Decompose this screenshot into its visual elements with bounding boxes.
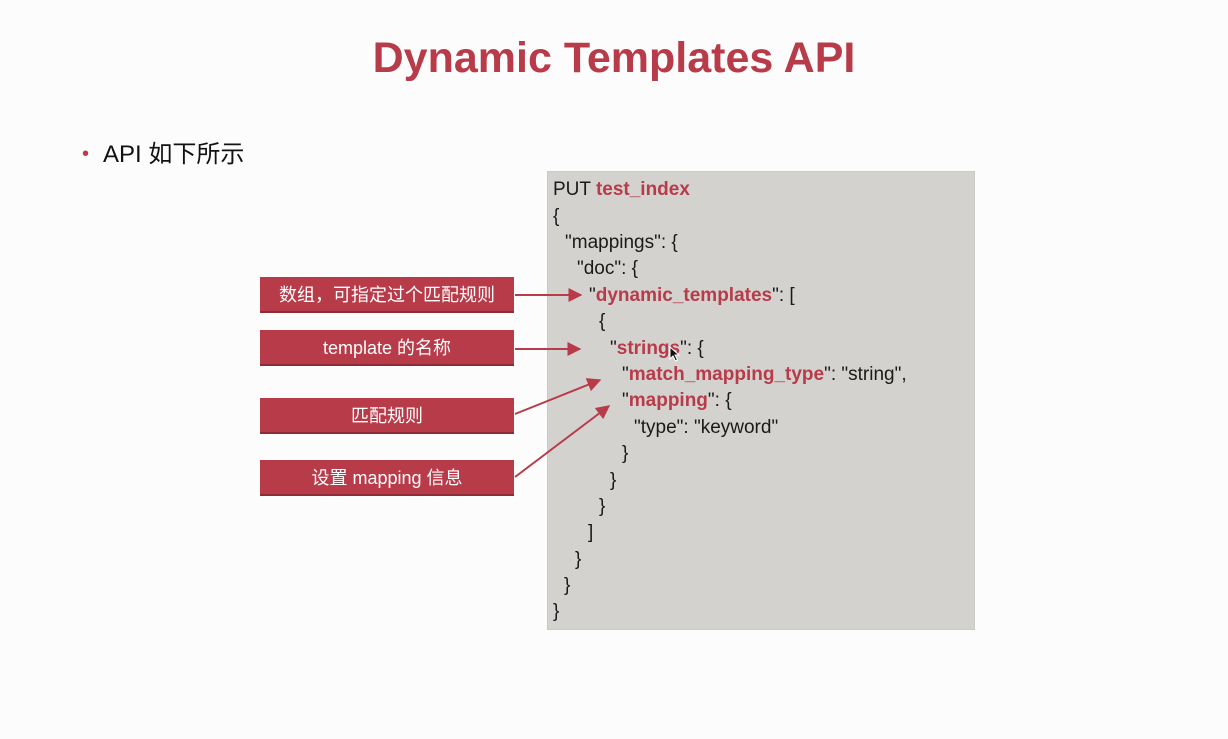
callout-match-rule: 匹配规则 xyxy=(260,398,514,434)
quote: " xyxy=(622,390,629,411)
callout-template-name: template 的名称 xyxy=(260,330,514,366)
code-line-5: "dynamic_templates": [ xyxy=(589,285,795,307)
code-block xyxy=(547,171,975,630)
code-line-12: } xyxy=(610,470,617,491)
mouse-cursor-icon xyxy=(669,346,681,362)
code-line-8: "match_mapping_type": "string", xyxy=(622,364,907,386)
mapping-key: mapping xyxy=(628,390,708,411)
code-line-2: { xyxy=(553,206,560,227)
dynamic-templates-key: dynamic_templates xyxy=(595,285,773,306)
code-line-13: } xyxy=(599,496,606,517)
code-line-6: { xyxy=(599,311,606,332)
arrow-icon xyxy=(514,405,611,478)
bullet-text: API 如下所示 xyxy=(103,141,245,168)
quote: " xyxy=(589,285,596,306)
code-line-9: "mapping": { xyxy=(622,390,732,412)
code-line-1: PUT test_index xyxy=(553,179,690,201)
http-method: PUT xyxy=(553,179,596,200)
code-line-14: ] xyxy=(588,522,594,543)
match-mapping-type-key: match_mapping_type xyxy=(628,364,825,385)
code-line-4: "doc": { xyxy=(577,258,639,279)
quote: " xyxy=(610,338,617,359)
code-line-7: "strings": { xyxy=(610,338,704,360)
code-line-15: } xyxy=(575,549,582,570)
bullet-dot-icon: • xyxy=(82,143,90,165)
code-punct: ": "string", xyxy=(824,364,907,385)
callout-array-rules: 数组，可指定过个匹配规则 xyxy=(260,277,514,313)
code-line-10: "type": "keyword" xyxy=(634,417,779,438)
code-line-16: } xyxy=(564,575,571,596)
bullet-item: • API 如下所示 xyxy=(82,134,244,169)
code-line-3: "mappings": { xyxy=(565,232,678,253)
quote: " xyxy=(622,364,629,385)
code-punct: ": { xyxy=(680,338,704,359)
arrow-icon xyxy=(514,378,602,415)
code-line-17: } xyxy=(553,601,560,622)
callout-mapping-info: 设置 mapping 信息 xyxy=(260,460,514,496)
slide-title: Dynamic Templates API xyxy=(372,34,856,82)
code-punct: ": { xyxy=(707,390,732,411)
code-line-11: } xyxy=(622,443,629,464)
code-punct: ": [ xyxy=(772,285,795,306)
index-name: test_index xyxy=(595,179,690,200)
template-name-key: strings xyxy=(616,338,681,359)
